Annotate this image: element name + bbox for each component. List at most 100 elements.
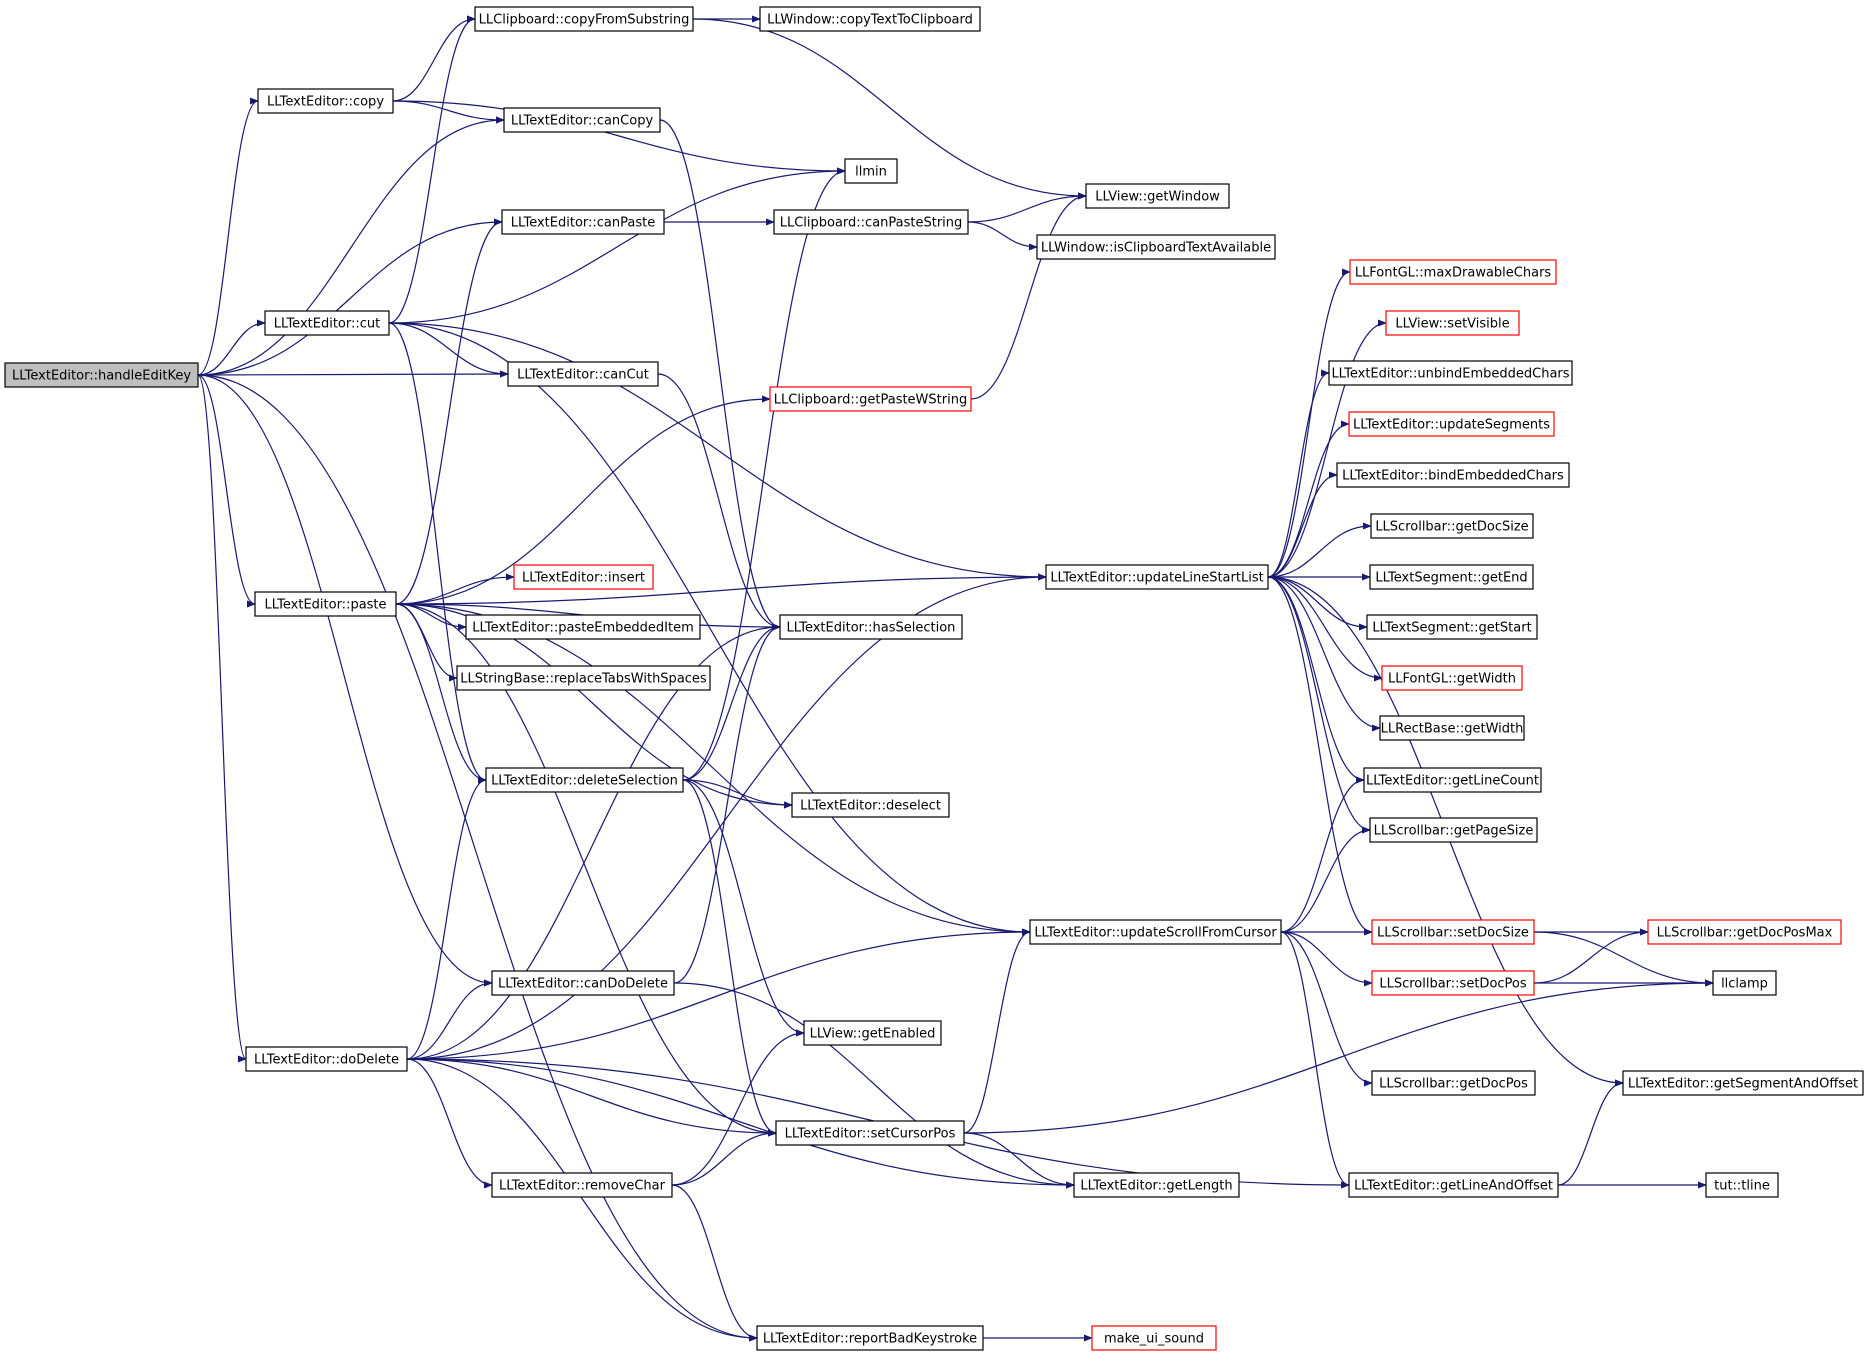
call-edge-getLineAndOffset-to-getSegmentAndOffset — [1557, 1079, 1624, 1186]
function-node-getLineCount[interactable]: LLTextEditor::getLineCount — [1363, 767, 1542, 793]
function-node-label: LLScrollbar::setDocPos — [1379, 977, 1527, 992]
call-edge-updateScrollFromCursor-to-getLineAndOffset — [1280, 931, 1350, 1189]
call-edge-updateScrollFromCursor-to-getDocPos — [1280, 931, 1373, 1087]
function-node-label: LLClipboard::canPasteString — [780, 216, 963, 231]
function-node-removeChar[interactable]: LLTextEditor::removeChar — [491, 1172, 673, 1198]
call-edge-doDelete-to-canDoDelete — [406, 979, 493, 1060]
function-node-box — [1622, 1070, 1864, 1096]
function-node-getDocPos[interactable]: LLScrollbar::getDocPos — [1371, 1070, 1536, 1096]
function-node-getPasteWString[interactable]: LLClipboard::getPasteWString — [769, 386, 972, 412]
function-node-box — [1371, 919, 1535, 945]
function-node-isClipboardTextAvailable[interactable]: LLWindow::isClipboardTextAvailable — [1036, 234, 1276, 260]
function-node-box — [1073, 1172, 1240, 1198]
call-edge-updateLineStartList-to-fontGetWidth — [1267, 576, 1383, 682]
function-node-box — [257, 88, 394, 114]
call-edge-doDelete-to-removeChar — [406, 1058, 493, 1189]
call-edge-paste-to-deleteSelection — [395, 603, 487, 784]
function-node-canDoDelete[interactable]: LLTextEditor::canDoDelete — [491, 970, 675, 996]
function-node-box — [485, 767, 684, 793]
function-node-box — [1363, 767, 1542, 793]
function-node-box — [1348, 411, 1555, 437]
function-node-rectGetWidth[interactable]: LLRectBase::getWidth — [1379, 715, 1525, 741]
function-node-label: llmin — [855, 165, 887, 180]
function-node-llmin[interactable]: llmin — [844, 158, 898, 184]
function-node-copyFromSubstring[interactable]: LLClipboard::copyFromSubstring — [474, 6, 694, 32]
function-node-getPageSize[interactable]: LLScrollbar::getPageSize — [1369, 817, 1538, 843]
function-node-insert[interactable]: LLTextEditor::insert — [513, 564, 654, 590]
function-node-label: LLTextEditor::copy — [267, 95, 384, 110]
function-node-getStart[interactable]: LLTextSegment::getStart — [1366, 614, 1538, 640]
function-node-canPasteString[interactable]: LLClipboard::canPasteString — [773, 209, 969, 235]
function-node-canCut[interactable]: LLTextEditor::canCut — [507, 361, 659, 387]
function-node-handleEditKey[interactable]: LLTextEditor::handleEditKey — [4, 362, 199, 388]
function-node-label: LLFontGL::getWidth — [1388, 672, 1516, 687]
function-node-label: LLTextEditor::insert — [522, 571, 645, 586]
function-node-label: LLTextEditor::canCopy — [511, 114, 654, 129]
function-node-setCursorPos[interactable]: LLTextEditor::setCursorPos — [775, 1120, 965, 1146]
function-node-getEnabled[interactable]: LLView::getEnabled — [803, 1020, 942, 1046]
call-edge-deleteSelection-to-getEnabled — [682, 779, 805, 1037]
function-node-llclamp[interactable]: llclamp — [1712, 970, 1777, 996]
function-node-label: LLTextEditor::pasteEmbeddedItem — [472, 621, 694, 636]
function-node-setDocPos[interactable]: LLScrollbar::setDocPos — [1371, 970, 1535, 996]
function-node-getWindow[interactable]: LLView::getWindow — [1085, 183, 1230, 209]
function-node-canCopy[interactable]: LLTextEditor::canCopy — [503, 107, 661, 133]
function-node-getLength[interactable]: LLTextEditor::getLength — [1073, 1172, 1240, 1198]
call-edge-canCopy-to-hasSelection — [659, 119, 781, 631]
function-node-replaceTabsWithSpaces[interactable]: LLStringBase::replaceTabsWithSpaces — [456, 665, 711, 691]
function-node-box — [803, 1020, 942, 1046]
function-node-bindEmbeddedChars[interactable]: LLTextEditor::bindEmbeddedChars — [1336, 462, 1570, 488]
function-node-copyTextToClipboard[interactable]: LLWindow::copyTextToClipboard — [759, 6, 981, 32]
function-node-canPaste[interactable]: LLTextEditor::canPaste — [501, 209, 665, 235]
function-node-tline[interactable]: tut::tline — [1705, 1172, 1779, 1198]
call-edge-updateLineStartList-to-sbGetDocSize — [1267, 522, 1372, 578]
function-node-box — [1328, 360, 1573, 386]
function-node-updateSegments[interactable]: LLTextEditor::updateSegments — [1348, 411, 1555, 437]
function-node-label: LLClipboard::copyFromSubstring — [479, 13, 690, 28]
function-node-label: LLTextEditor::getLength — [1080, 1179, 1232, 1194]
function-node-setVisible[interactable]: LLView::setVisible — [1385, 310, 1520, 336]
function-node-cut[interactable]: LLTextEditor::cut — [264, 310, 390, 336]
call-edge-setDocPos-to-getDocPosMax — [1533, 928, 1649, 984]
function-node-updateScrollFromCursor[interactable]: LLTextEditor::updateScrollFromCursor — [1029, 919, 1282, 945]
call-edge-setCursorPos-to-updateScrollFromCursor — [963, 928, 1031, 1134]
function-node-label: LLStringBase::replaceTabsWithSpaces — [460, 672, 707, 687]
function-node-copy[interactable]: LLTextEditor::copy — [257, 88, 394, 114]
function-node-deselect[interactable]: LLTextEditor::deselect — [791, 792, 950, 818]
function-node-box — [491, 970, 675, 996]
function-node-box — [1036, 234, 1276, 260]
function-node-paste[interactable]: LLTextEditor::paste — [254, 591, 397, 617]
function-node-box — [769, 386, 972, 412]
function-node-reportBadKeystroke[interactable]: LLTextEditor::reportBadKeystroke — [756, 1325, 984, 1351]
function-node-label: LLWindow::copyTextToClipboard — [767, 13, 973, 28]
function-node-fontGetWidth[interactable]: LLFontGL::getWidth — [1381, 665, 1523, 691]
function-node-getLineAndOffset[interactable]: LLTextEditor::getLineAndOffset — [1348, 1172, 1559, 1198]
function-node-deleteSelection[interactable]: LLTextEditor::deleteSelection — [485, 767, 684, 793]
function-node-label: LLTextEditor::updateScrollFromCursor — [1034, 926, 1277, 941]
function-node-sbSetDocSize[interactable]: LLScrollbar::setDocSize — [1371, 919, 1535, 945]
function-node-pasteEmbeddedItem[interactable]: LLTextEditor::pasteEmbeddedItem — [465, 614, 701, 640]
function-node-updateLineStartList[interactable]: LLTextEditor::updateLineStartList — [1045, 564, 1269, 590]
function-node-doDelete[interactable]: LLTextEditor::doDelete — [245, 1046, 408, 1072]
function-node-maxDrawableChars[interactable]: LLFontGL::maxDrawableChars — [1349, 259, 1557, 285]
function-node-unbindEmbeddedChars[interactable]: LLTextEditor::unbindEmbeddedChars — [1328, 360, 1573, 386]
function-node-label: LLTextEditor::doDelete — [254, 1053, 399, 1068]
function-node-getSegmentAndOffset[interactable]: LLTextEditor::getSegmentAndOffset — [1622, 1070, 1864, 1096]
call-edge-updateLineStartList-to-sbSetDocSize — [1267, 576, 1373, 936]
function-node-label: LLTextEditor::bindEmbeddedChars — [1342, 469, 1564, 484]
call-edge-updateLineStartList-to-getPageSize — [1267, 576, 1371, 834]
function-node-getEnd[interactable]: LLTextSegment::getEnd — [1369, 564, 1534, 590]
function-node-sbGetDocSize[interactable]: LLScrollbar::getDocSize — [1370, 513, 1534, 539]
call-edge-setCursorPos-to-llclamp — [963, 979, 1714, 1134]
function-node-box — [1381, 665, 1523, 691]
call-edge-cut-to-deleteSelection — [388, 322, 487, 784]
call-edge-paste-to-insert — [395, 573, 515, 605]
function-node-hasSelection[interactable]: LLTextEditor::hasSelection — [779, 614, 963, 640]
function-node-box — [1379, 715, 1525, 741]
function-node-label: LLTextEditor::removeChar — [499, 1179, 666, 1194]
function-node-make_ui_sound[interactable]: make_ui_sound — [1091, 1325, 1217, 1351]
call-edge-setCursorPos-to-getLength — [963, 1132, 1075, 1189]
function-node-getDocPosMax[interactable]: LLScrollbar::getDocPosMax — [1647, 919, 1842, 945]
function-node-box — [501, 209, 665, 235]
